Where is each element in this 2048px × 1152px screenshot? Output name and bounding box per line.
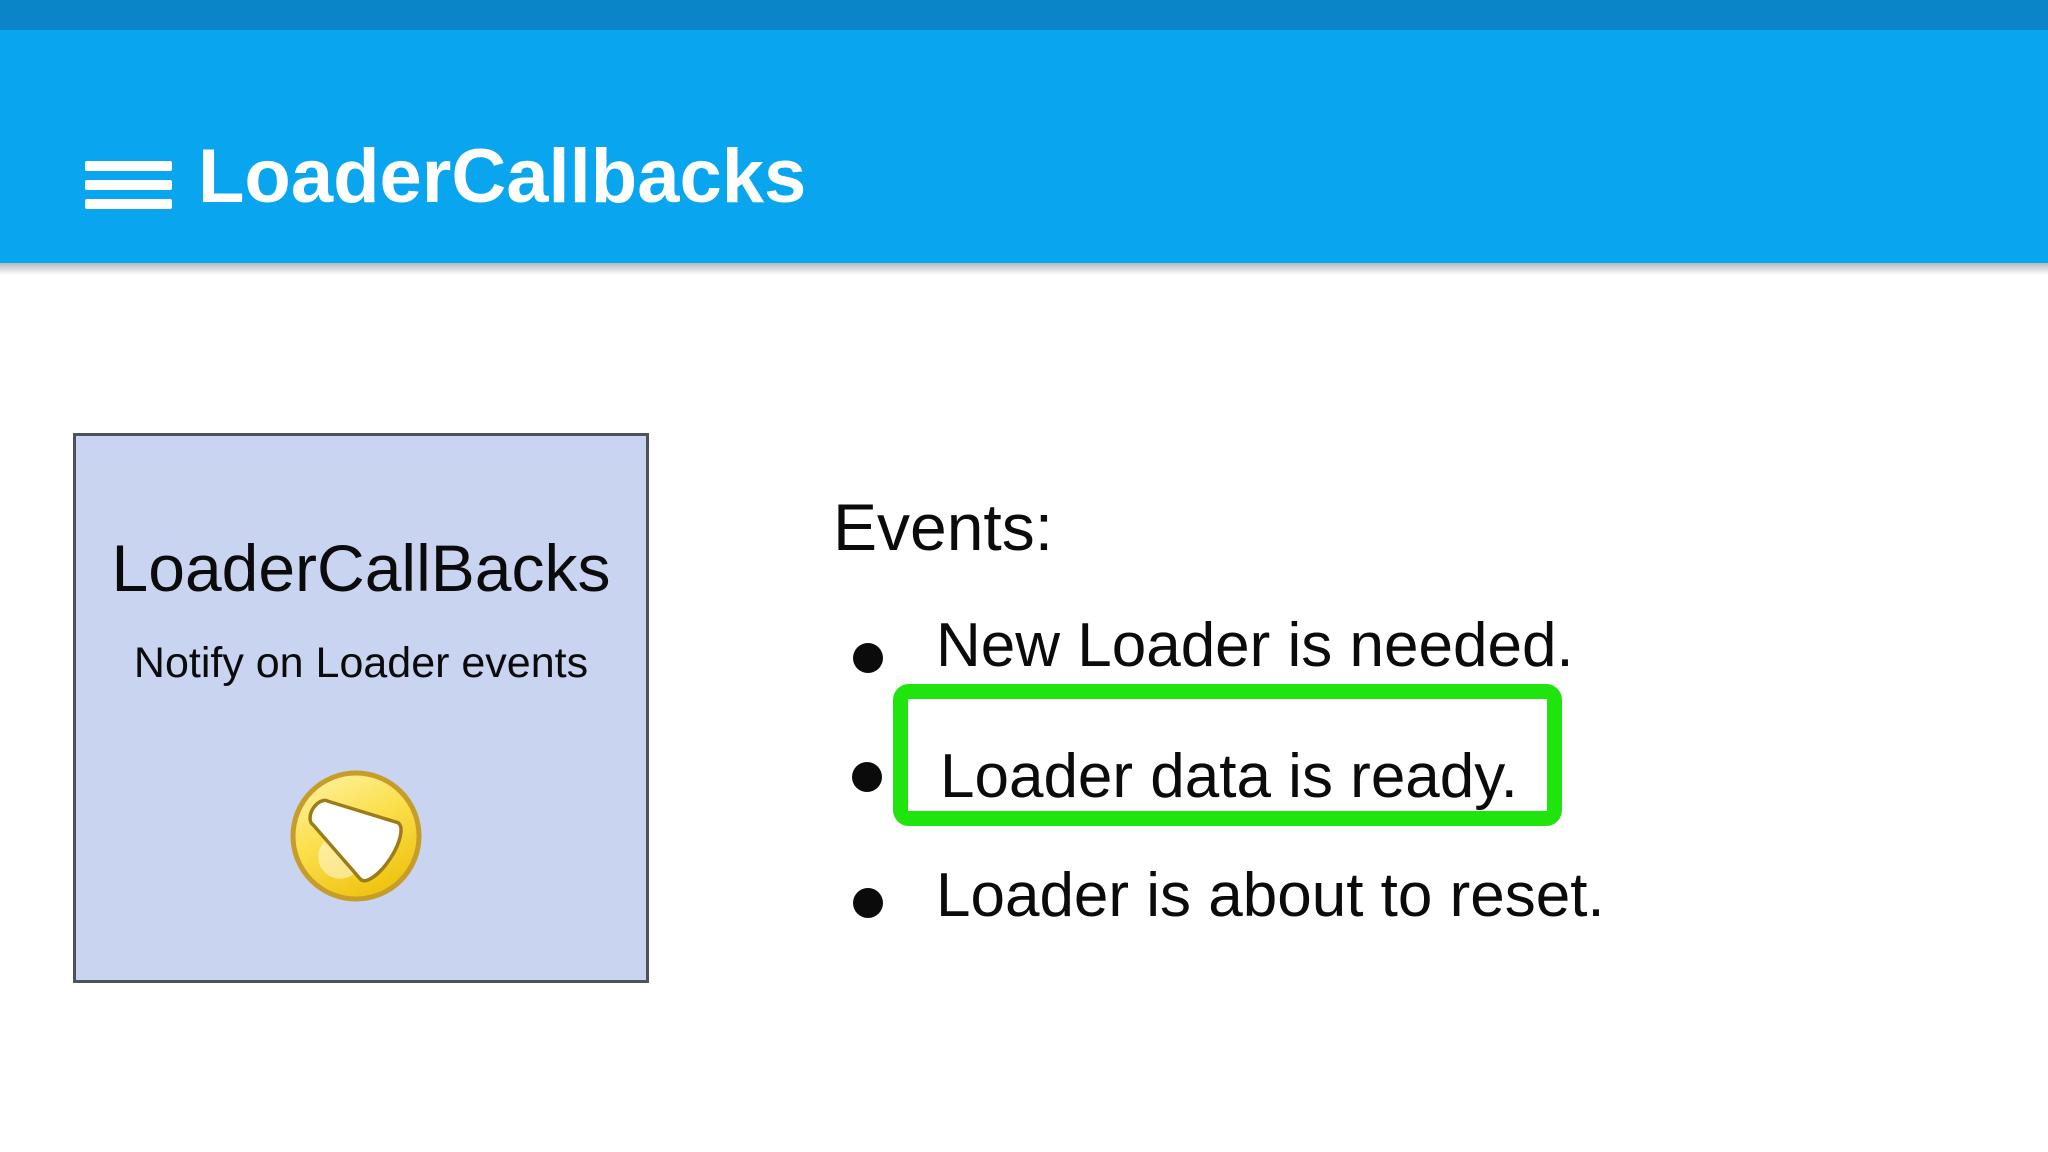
highlight-box — [893, 684, 1562, 826]
hamburger-bar — [85, 199, 172, 209]
hamburger-menu-icon[interactable] — [85, 161, 172, 209]
hamburger-bar — [85, 180, 172, 190]
event-item-reset: Loader is about to reset. — [936, 861, 1605, 930]
bullet-icon — [852, 762, 882, 792]
bullet-icon — [853, 643, 883, 673]
app-bar: LoaderCallbacks — [0, 30, 2048, 275]
event-item-data-ready: Loader data is ready. — [940, 742, 1518, 811]
bullet-icon — [853, 888, 883, 918]
app-bar-title: LoaderCallbacks — [198, 134, 807, 219]
events-heading: Events: — [833, 490, 1054, 564]
card-title: LoaderCallBacks — [111, 531, 611, 605]
event-item-new-loader: New Loader is needed. — [936, 611, 1574, 680]
card-subtitle: Notify on Loader events — [133, 639, 589, 687]
hamburger-bar — [85, 161, 172, 171]
status-bar — [0, 0, 2048, 30]
megaphone-icon — [290, 770, 422, 902]
loader-callbacks-card: LoaderCallBacks Notify on Loader events — [73, 433, 649, 983]
